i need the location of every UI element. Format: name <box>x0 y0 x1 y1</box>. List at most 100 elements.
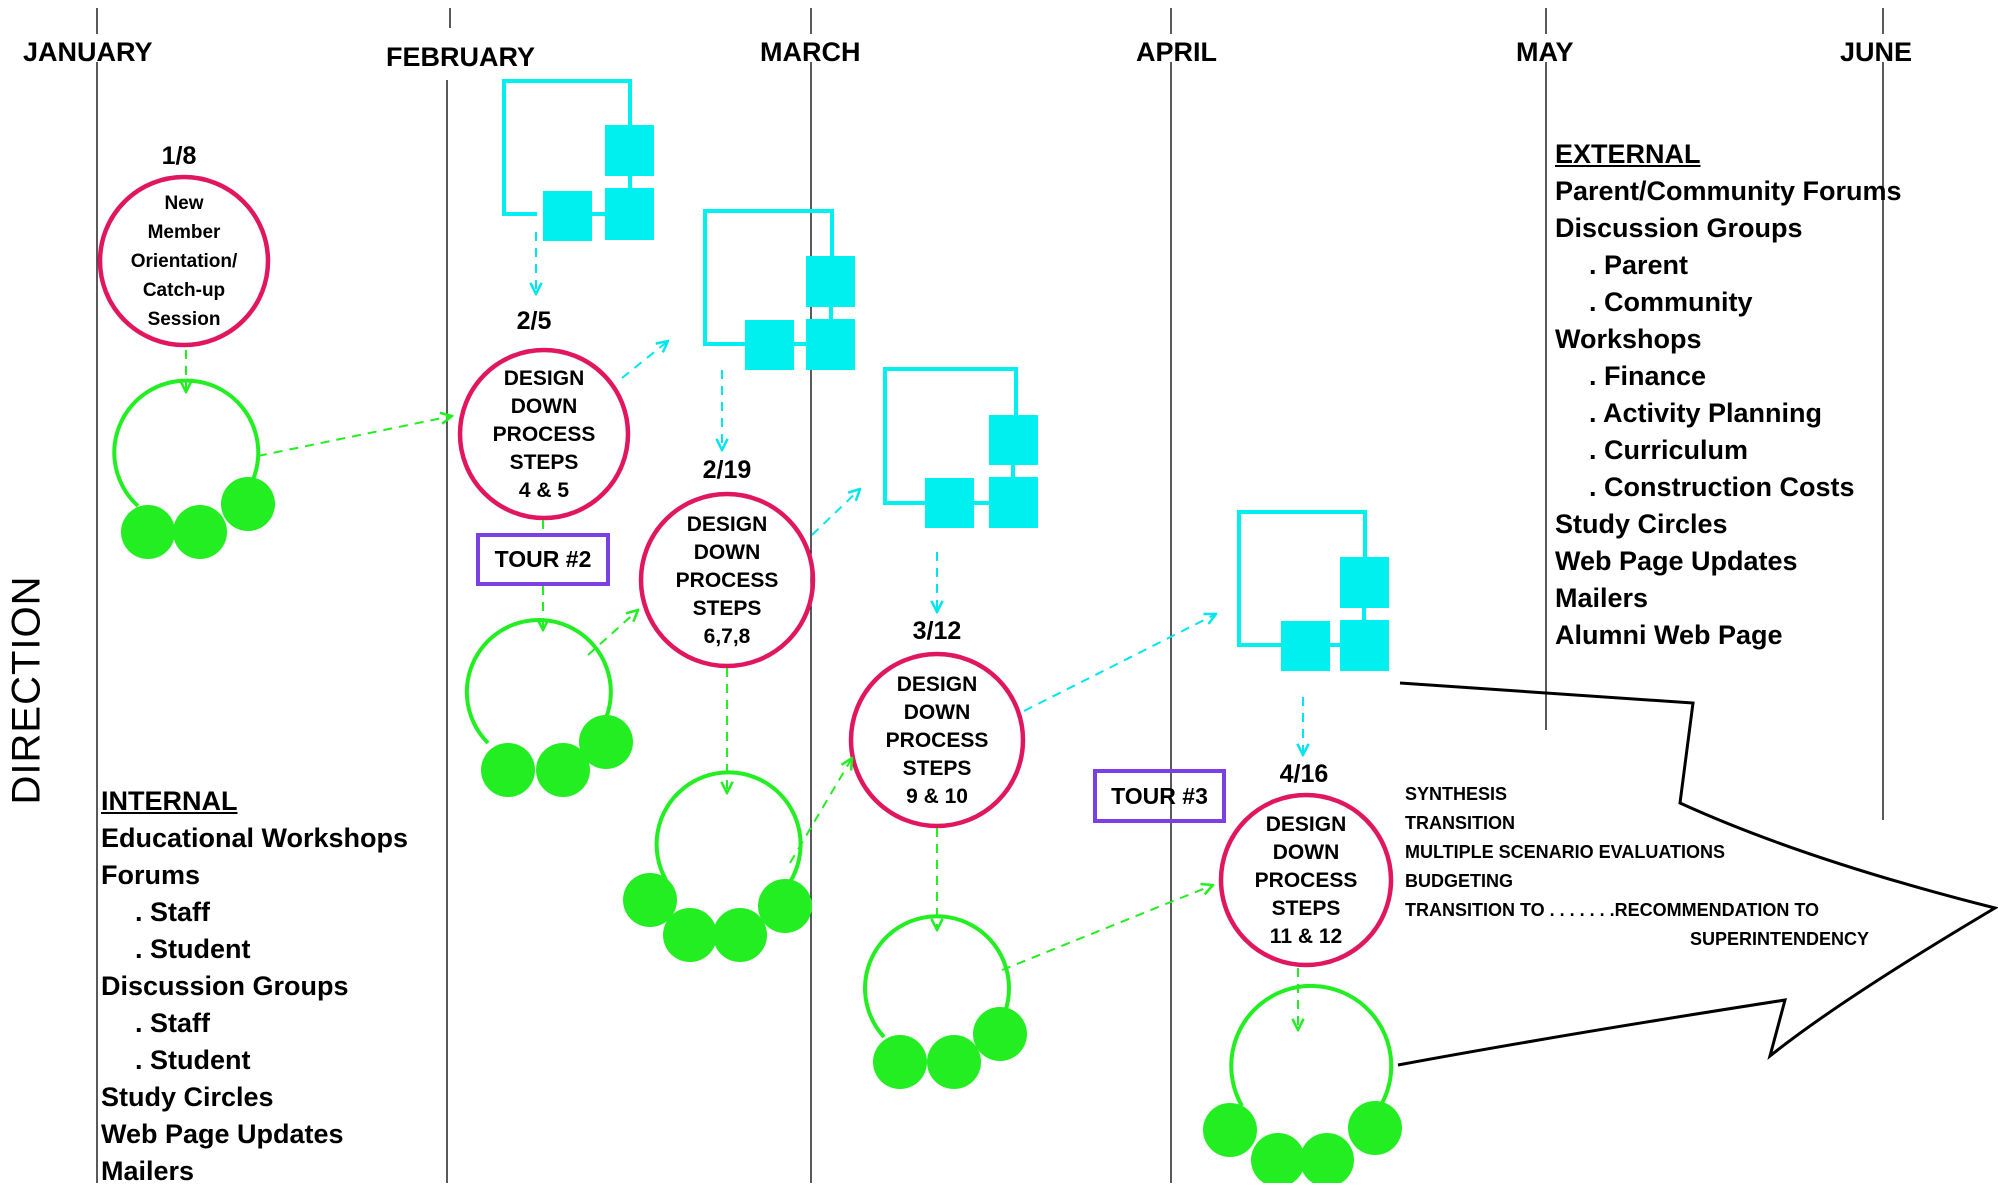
internal-item: . Staff <box>135 897 211 927</box>
external-list: EXTERNAL Parent/Community Forums Discuss… <box>1555 136 1902 654</box>
external-item: . Construction Costs <box>1589 472 1855 502</box>
date-label-feb5: 2/5 <box>516 307 552 335</box>
session-circle-jan8 <box>97 174 271 348</box>
internal-item: . Student <box>135 934 251 964</box>
internal-item: Web Page Updates <box>101 1119 344 1149</box>
group-block-icon-1 <box>502 79 654 241</box>
month-label-april: APRIL <box>1136 37 1217 67</box>
internal-item: Study Circles <box>101 1082 274 1112</box>
external-item: Alumni Web Page <box>1555 620 1783 650</box>
tour-box-3: TOUR #3 <box>1093 769 1226 823</box>
date-label-apr16: 4/16 <box>1279 760 1329 788</box>
session-circle-apr16 <box>1218 792 1394 968</box>
direction-label: DIRECTION <box>4 575 49 805</box>
external-item: Workshops <box>1555 324 1702 354</box>
month-label-january: JANUARY <box>23 37 153 67</box>
internal-item: Educational Workshops <box>101 823 409 853</box>
study-circle-icons <box>112 378 1402 1183</box>
external-item: . Finance <box>1589 361 1707 391</box>
internal-item: . Staff <box>135 1008 211 1038</box>
group-block-icon-3 <box>883 367 1038 528</box>
session-circle-feb19 <box>638 491 816 669</box>
session-line: STEPS <box>509 451 579 474</box>
tour-box-2: TOUR #2 <box>476 533 610 586</box>
final-step: BUDGETING <box>1405 871 1513 891</box>
session-line: DOWN <box>1272 841 1340 864</box>
session-text-mar12: DESIGN DOWN PROCESS STEPS 9 & 10 <box>857 666 1017 816</box>
session-line: 4 & 5 <box>518 479 570 502</box>
external-item: . Curriculum <box>1589 435 1749 465</box>
external-heading: EXTERNAL <box>1555 139 1701 169</box>
green-flow-arrows <box>186 350 1298 1030</box>
session-line: DESIGN <box>503 367 585 390</box>
external-item: Discussion Groups <box>1555 213 1803 243</box>
session-text-apr16: DESIGN DOWN PROCESS STEPS 11 & 12 <box>1226 806 1386 956</box>
session-line: 6,7,8 <box>703 625 751 648</box>
external-item: Web Page Updates <box>1555 546 1798 576</box>
external-item: Mailers <box>1555 583 1649 613</box>
final-step: TRANSITION TO . . . . . . .RECOMMENDATIO… <box>1405 900 1820 920</box>
external-item: . Activity Planning <box>1589 398 1823 428</box>
study-circle-icon-5 <box>1203 983 1402 1183</box>
final-steps-list: SYNTHESIS TRANSITION MULTIPLE SCENARIO E… <box>1405 780 1869 954</box>
study-circle-icon-4 <box>863 914 1027 1089</box>
session-line: DESIGN <box>686 513 768 536</box>
session-line: DESIGN <box>1265 813 1347 836</box>
month-label-may: MAY <box>1516 37 1574 67</box>
session-line: STEPS <box>1271 897 1341 920</box>
internal-list: INTERNAL Educational Workshops Forums . … <box>101 783 408 1190</box>
group-block-icon-4 <box>1237 510 1389 671</box>
session-line: Session <box>147 308 221 330</box>
session-line: PROCESS <box>1254 869 1358 892</box>
external-item: Study Circles <box>1555 509 1728 539</box>
internal-item: Mailers <box>101 1156 195 1186</box>
session-line: Member <box>147 221 221 243</box>
internal-item: Forums <box>101 860 201 890</box>
month-label-march: MARCH <box>760 37 861 67</box>
group-block-icon-2 <box>703 209 855 370</box>
internal-item: . Student <box>135 1045 251 1075</box>
study-circle-icon-2 <box>464 618 633 797</box>
month-dividers <box>96 8 1884 1183</box>
session-line: 9 & 10 <box>906 785 968 808</box>
session-line: PROCESS <box>885 729 989 752</box>
session-line: DOWN <box>693 541 761 564</box>
study-circle-icon-1 <box>112 378 275 559</box>
external-item: Parent/Community Forums <box>1555 176 1902 206</box>
session-line: STEPS <box>692 597 762 620</box>
session-line: DOWN <box>510 395 578 418</box>
session-text-jan8: New Member Orientation/ Catch-up Session <box>104 186 264 336</box>
final-step: SYNTHESIS <box>1405 784 1508 804</box>
session-line: Catch-up <box>142 279 226 301</box>
session-text-feb19: DESIGN DOWN PROCESS STEPS 6,7,8 <box>647 506 807 656</box>
session-circle-feb5 <box>457 347 631 521</box>
session-circle-mar12 <box>848 651 1026 829</box>
external-item: . Parent <box>1589 250 1689 280</box>
cyan-flow-arrows <box>536 232 1303 755</box>
session-line: 11 & 12 <box>1269 925 1343 948</box>
session-line: PROCESS <box>675 569 779 592</box>
final-step: SUPERINTENDENCY <box>1690 929 1870 949</box>
date-label-feb19: 2/19 <box>702 456 752 484</box>
internal-heading: INTERNAL <box>101 786 238 816</box>
session-line: New <box>164 192 204 214</box>
session-line: DOWN <box>903 701 971 724</box>
date-label-jan8: 1/8 <box>161 142 197 170</box>
session-line: PROCESS <box>492 423 596 446</box>
session-line: STEPS <box>902 757 972 780</box>
internal-item: Discussion Groups <box>101 971 349 1001</box>
month-label-february: FEBRUARY <box>386 42 536 72</box>
large-arrow-outline <box>1397 681 1998 1067</box>
session-line: Orientation/ <box>130 250 238 272</box>
session-circles <box>97 174 1394 968</box>
group-block-icons <box>502 79 1389 671</box>
external-item: . Community <box>1589 287 1753 317</box>
final-step: TRANSITION <box>1405 813 1515 833</box>
final-step: MULTIPLE SCENARIO EVALUATIONS <box>1405 842 1726 862</box>
month-label-june: JUNE <box>1840 37 1913 67</box>
session-text-feb5: DESIGN DOWN PROCESS STEPS 4 & 5 <box>464 360 624 510</box>
session-line: DESIGN <box>896 673 978 696</box>
study-circle-icon-3 <box>623 770 812 962</box>
